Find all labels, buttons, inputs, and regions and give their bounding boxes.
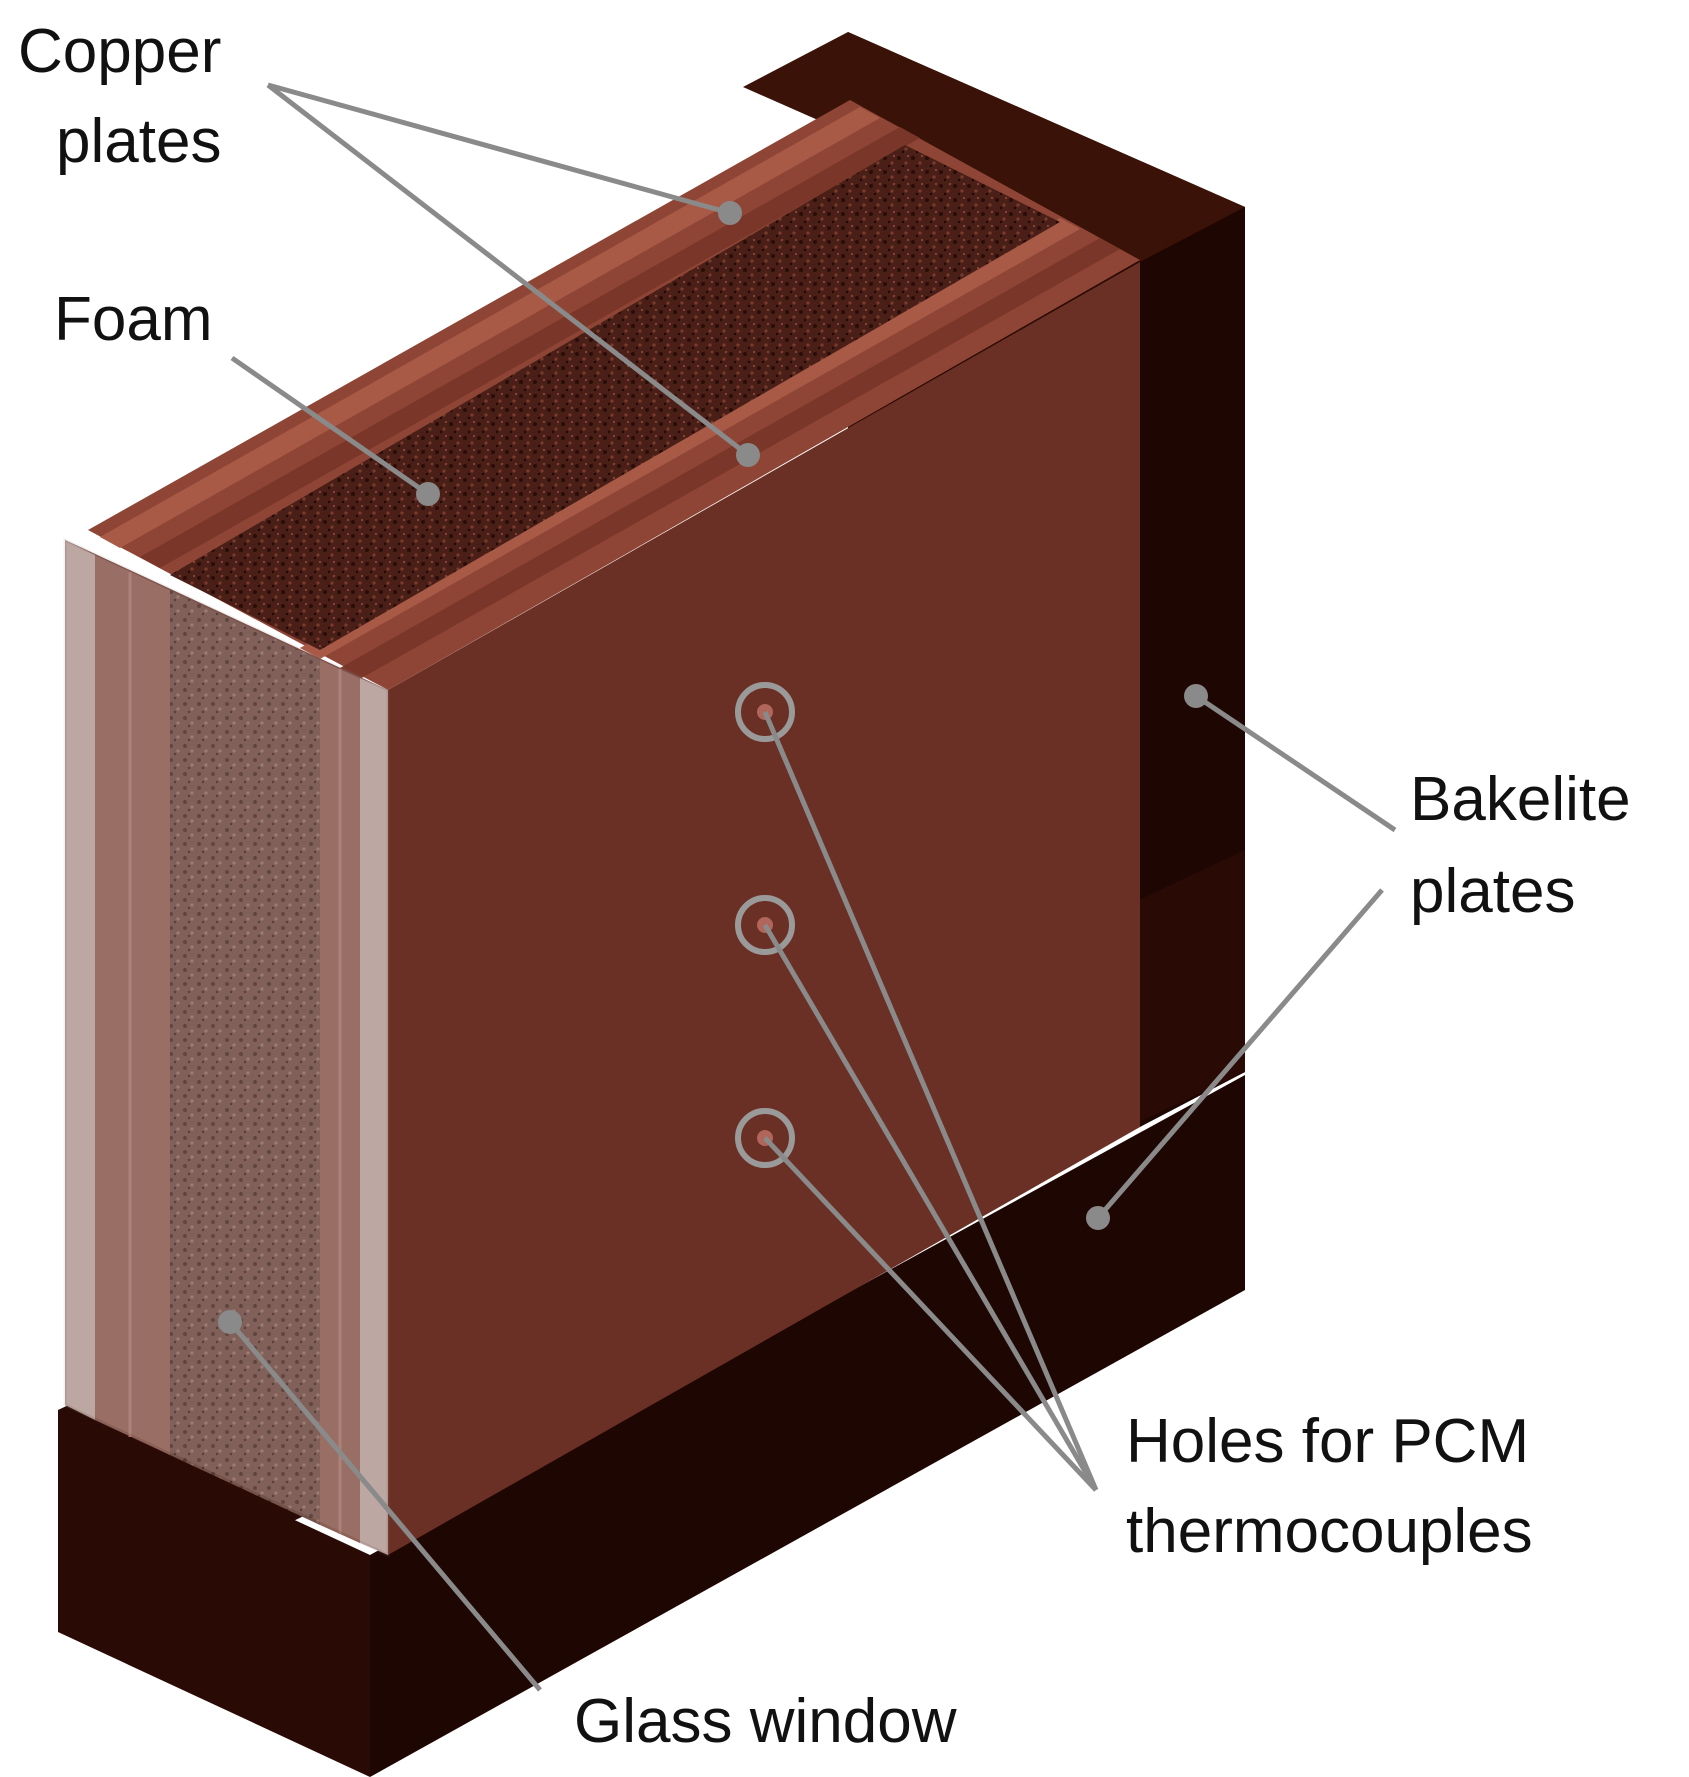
label-holes-line2: thermocouples — [1126, 1497, 1533, 1566]
leader-lines — [228, 82, 1397, 1692]
foam-side — [170, 590, 320, 1525]
label-bakelite-line2: plates — [1410, 857, 1575, 926]
hole-bottom — [735, 1108, 795, 1168]
label-copper-line2: plates — [56, 107, 221, 176]
foam-top — [170, 145, 1060, 650]
label-bakelite-line1: Bakelite — [1410, 765, 1631, 834]
label-copper-line1: Copper — [18, 17, 221, 86]
top-face — [88, 100, 1140, 690]
copper-front-plate — [388, 262, 1140, 1555]
hole-top — [735, 682, 795, 742]
label-holes-line1: Holes for PCM — [1126, 1407, 1529, 1476]
label-foam: Foam — [54, 285, 212, 354]
leader-dots — [218, 201, 1208, 1334]
thermocouple-holes — [735, 682, 795, 1168]
label-glass: Glass window — [574, 1687, 957, 1756]
glass-window — [63, 537, 390, 1558]
hole-middle — [735, 895, 795, 955]
